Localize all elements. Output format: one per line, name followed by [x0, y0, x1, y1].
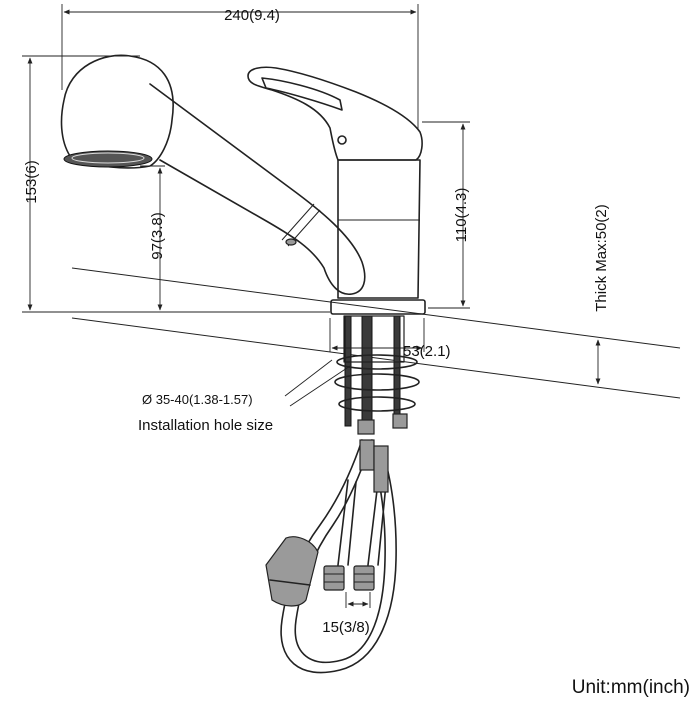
width-total-label: 240(9.4)	[224, 7, 280, 24]
countertop-top-edge	[71, 267, 681, 349]
thick-max-label: Thick Max:50(2)	[593, 204, 610, 312]
nut-left	[357, 419, 375, 435]
spray-nozzle-face	[63, 150, 153, 168]
spout-height-label: 97(3.8)	[149, 212, 166, 260]
faucet-body	[247, 66, 426, 315]
body-cylinder	[337, 159, 421, 299]
hoses	[280, 439, 397, 674]
base-diameter-label: 53(2.1)	[403, 343, 451, 360]
washer	[334, 373, 420, 391]
nut-right	[392, 413, 408, 429]
countertop-bottom-edge	[71, 317, 681, 399]
base-ring	[330, 299, 426, 315]
mounting-hardware	[334, 315, 420, 493]
hose-weight	[265, 536, 319, 607]
hole-diameter-label: Ø 35-40(1.38-1.57)	[142, 392, 253, 407]
hole-size-caption: Installation hole size	[138, 417, 273, 434]
dimension-lines	[22, 4, 601, 608]
connector-size-label: 15(3/8)	[322, 619, 370, 636]
dimension-labels: 240(9.4) 153(6) 97(3.8) 110(4.3) Thick M…	[23, 7, 690, 698]
height-total-label: 153(6)	[23, 160, 40, 203]
spout-arm	[149, 83, 366, 295]
body-height-label: 110(4.3)	[453, 188, 470, 243]
unit-label: Unit:mm(inch)	[572, 677, 690, 698]
countertop	[71, 267, 681, 399]
hose-fitting-left	[359, 439, 375, 471]
mounting-plate	[338, 396, 416, 412]
hose-fitting-right	[373, 445, 389, 493]
lever-handle	[247, 66, 423, 161]
hose-connectors	[323, 565, 375, 591]
